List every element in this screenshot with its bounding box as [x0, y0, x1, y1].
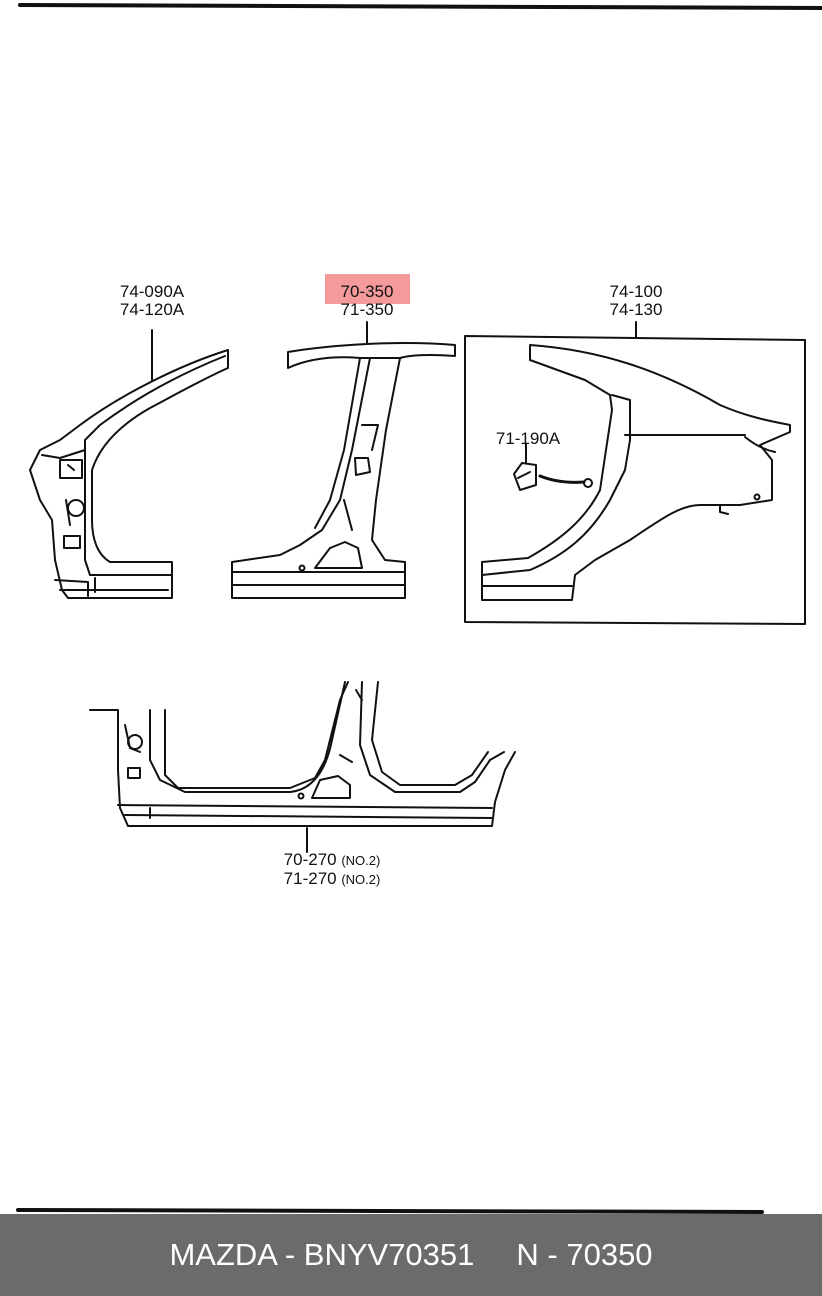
- label-70-270: 70-270 (NO.2): [284, 850, 381, 870]
- footer-bar: MAZDA - BNYV70351 N - 70350: [0, 1214, 822, 1296]
- label-71-270: 71-270 (NO.2): [284, 869, 381, 889]
- label-74-090a: 74-090A: [119, 282, 185, 301]
- label-74-100: 74-100: [609, 282, 663, 301]
- footer-brand-part: MAZDA - BNYV70351: [169, 1237, 475, 1272]
- footer-code: N - 70350: [516, 1237, 653, 1272]
- bottom-border-line: [16, 1208, 764, 1214]
- label-70-270-code: 70-270: [283, 850, 337, 869]
- label-74-130: 74-130: [609, 300, 663, 319]
- label-71-270-code: 71-270: [283, 869, 337, 888]
- label-70-350: 70-350: [340, 282, 394, 301]
- top-border-line: [18, 3, 822, 10]
- center-pillar-drawing: [231, 321, 456, 599]
- label-71-190a: 71-190A: [495, 429, 561, 448]
- label-70-270-note: (NO.2): [341, 853, 381, 868]
- label-71-270-note: (NO.2): [341, 872, 381, 887]
- front-pillar-drawing: [29, 329, 229, 599]
- rear-fender-drawing: [464, 321, 806, 625]
- label-71-350: 71-350: [340, 300, 394, 319]
- side-sill-drawing: [89, 681, 516, 853]
- label-74-120a: 74-120A: [119, 300, 185, 319]
- part-highlight: [325, 274, 410, 304]
